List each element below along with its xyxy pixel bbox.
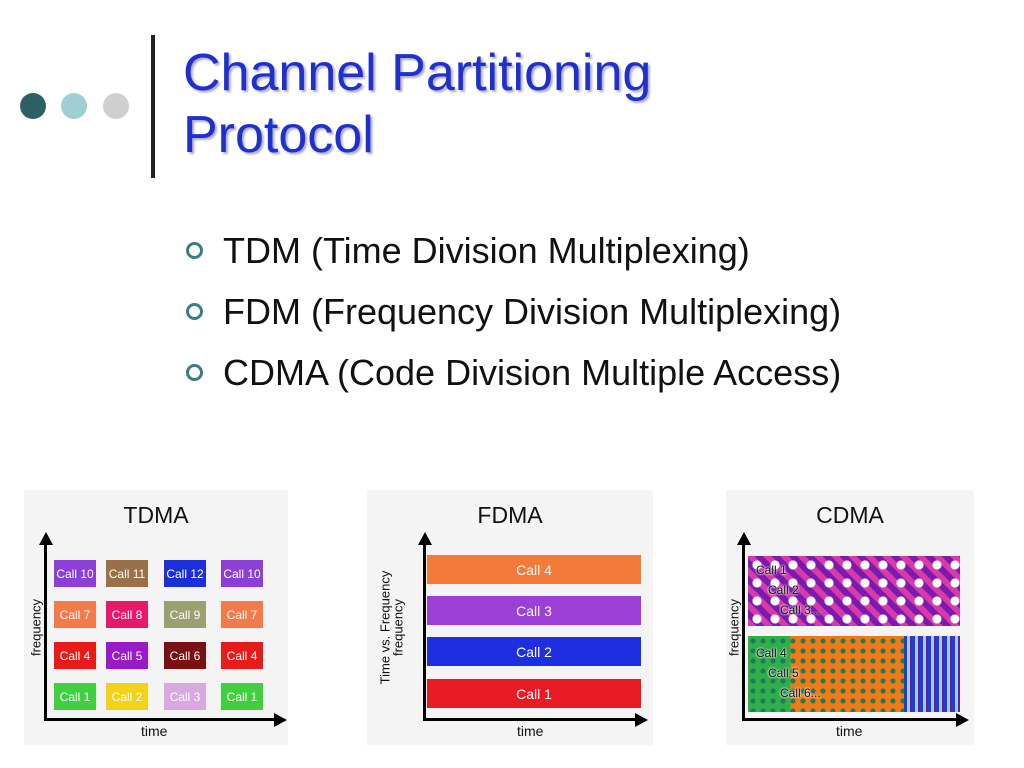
title-line-1: Channel Partitioning [183, 44, 652, 102]
fdma-y-axis [423, 540, 426, 720]
tdma-cell: Call 7 [221, 601, 263, 628]
tdma-cell: Call 9 [164, 601, 206, 628]
bullet-list: TDM (Time Division Multiplexing) FDM (Fr… [186, 220, 841, 403]
cdma-call-1: Call 1 [756, 563, 787, 577]
cdma-x-axis [742, 718, 958, 721]
title-divider [151, 35, 155, 178]
cdma-diagram: CDMA frequency time Call 1 Call 2 Call 3… [726, 490, 974, 745]
tdma-diagram: TDMA frequency time Call 10 Call 11 Call 1… [24, 490, 288, 745]
cdma-call-4: Call 4 [756, 646, 787, 660]
tdma-cell: Call 5 [106, 642, 148, 669]
fdma-y-arrow [418, 532, 432, 545]
cdma-bottom-stripes [904, 636, 960, 712]
fdma-label: FDMA [477, 502, 543, 528]
bullet-text: FDM (Frequency Division Multiplexing) [223, 290, 842, 332]
fdma-x-arrow [635, 713, 648, 727]
cdma-y-axis [742, 540, 745, 720]
tdma-cell: Call 1 [221, 683, 263, 710]
tdma-x-arrow [274, 713, 287, 727]
fdma-band: Call 4 [427, 555, 641, 584]
tdma-cell: Call 10 [221, 560, 263, 587]
cdma-y-label: frequency [726, 598, 742, 657]
tdma-y-label: frequency [28, 598, 44, 657]
cdma-y-arrow [737, 532, 751, 545]
tdma-label: TDMA [123, 502, 189, 528]
tdma-cell: Call 2 [106, 683, 148, 710]
fdma-band: Call 2 [427, 637, 641, 666]
fdma-x-axis [423, 718, 637, 721]
bullet-ring-icon [186, 364, 203, 381]
bullet-item-tdm: TDM (Time Division Multiplexing) [186, 220, 841, 281]
tdma-cell: Call 8 [106, 601, 148, 628]
tdma-x-label: time [141, 723, 168, 739]
fdma-band: Call 3 [427, 596, 641, 625]
decor-dot-2 [61, 93, 87, 119]
tdma-cell: Call 11 [106, 560, 148, 587]
tdma-y-arrow [39, 532, 53, 545]
cdma-call-3: Call 3... [780, 603, 821, 617]
cdma-call-5: Call 5 [768, 666, 799, 680]
bullet-ring-icon [186, 303, 203, 320]
tdma-cell: Call 12 [164, 560, 206, 587]
title-line-2: Protocol [183, 106, 374, 164]
tdma-x-axis [44, 718, 276, 721]
tdma-cell: Call 7 [54, 601, 96, 628]
cdma-x-label: time [836, 723, 863, 739]
tdma-cell: Call 10 [54, 560, 96, 587]
decor-dot-3 [103, 93, 129, 119]
bullet-item-cdma: CDMA (Code Division Multiple Access) [186, 342, 841, 403]
cdma-top-pattern [748, 556, 960, 626]
bullet-text: CDMA (Code Division Multiple Access) [223, 351, 842, 393]
tdma-cell: Call 4 [54, 642, 96, 669]
bullet-text: TDM (Time Division Multiplexing) [223, 229, 750, 271]
cdma-call-2: Call 2 [768, 583, 799, 597]
fdma-x-label: time [517, 723, 544, 739]
decor-dot-1 [20, 93, 46, 119]
tdma-cell: Call 1 [54, 683, 96, 710]
fdma-y-label-2: frequency [390, 598, 406, 657]
tdma-cell: Call 3 [164, 683, 206, 710]
cdma-x-arrow [956, 713, 969, 727]
tdma-cell: Call 6 [164, 642, 206, 669]
tdma-cell: Call 4 [221, 642, 263, 669]
cdma-call-6: Call 6... [780, 686, 821, 700]
tdma-y-axis [44, 540, 47, 720]
cdma-label: CDMA [816, 502, 884, 528]
slide-title: Channel Partitioning Protocol [183, 42, 651, 166]
bullet-ring-icon [186, 242, 203, 259]
fdma-band: Call 1 [427, 679, 641, 708]
bullet-item-fdm: FDM (Frequency Division Multiplexing) [186, 281, 841, 342]
fdma-diagram: FDMA Time vs. Frequency frequency time C… [367, 490, 653, 745]
